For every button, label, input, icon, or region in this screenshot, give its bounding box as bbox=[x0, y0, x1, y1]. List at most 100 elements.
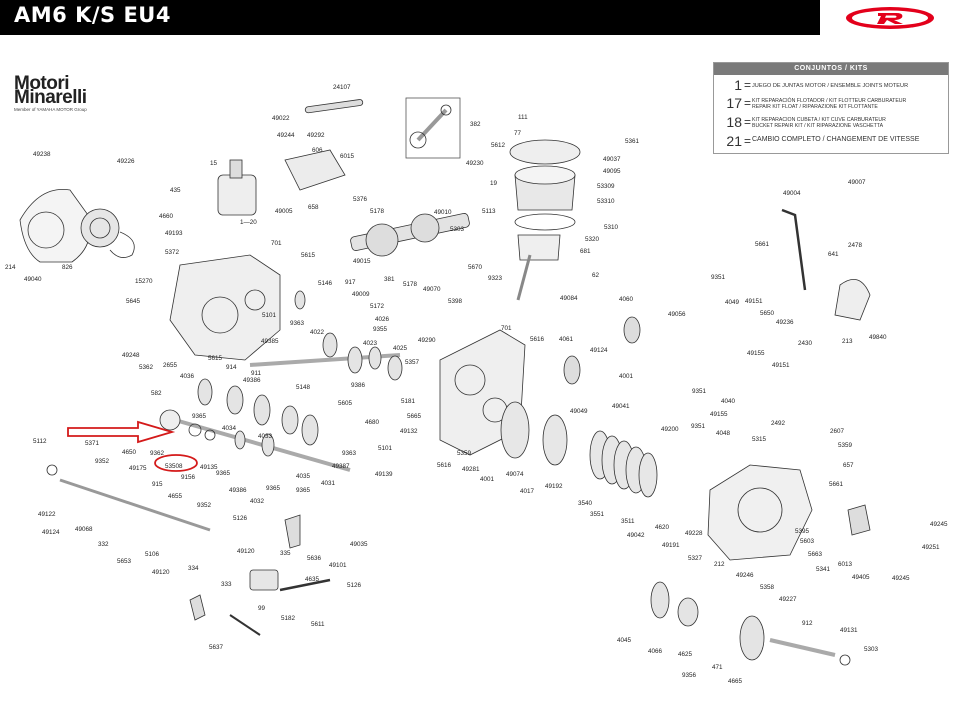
page-title: AM6 K/S EU4 bbox=[14, 3, 171, 27]
part-number-label: 49175 bbox=[129, 465, 147, 472]
part-number-label: 9355 bbox=[373, 326, 388, 333]
clutch-pack bbox=[500, 401, 658, 498]
kit-equals: = bbox=[744, 78, 752, 92]
part-number-label: 2492 bbox=[771, 420, 786, 427]
part-number-label: 5650 bbox=[760, 310, 775, 317]
part-number-label: 62 bbox=[592, 272, 600, 279]
part-number-label: 49385 bbox=[261, 338, 279, 345]
highlight-circle bbox=[154, 454, 198, 472]
part-number-label: 9365 bbox=[192, 413, 207, 420]
part-number-label: 4001 bbox=[619, 373, 634, 380]
part-number-label: 914 bbox=[226, 364, 237, 371]
gear-set-upper bbox=[294, 290, 403, 381]
part-number-label: 49405 bbox=[852, 574, 870, 581]
title-tab: AM6 K/S EU4 bbox=[0, 0, 200, 35]
part-number-label: 9351 bbox=[711, 274, 726, 281]
part-number-label: 4034 bbox=[222, 425, 237, 432]
part-number-label: 5315 bbox=[752, 436, 767, 443]
part-number-label: 49228 bbox=[685, 530, 703, 537]
kit-equals: = bbox=[744, 96, 752, 110]
part-number-label: 49290 bbox=[418, 337, 436, 344]
part-number-label: 49068 bbox=[75, 526, 93, 533]
part-number-label: 49151 bbox=[772, 362, 790, 369]
part-number-label: 53508 bbox=[165, 463, 183, 470]
carburetor bbox=[217, 174, 257, 216]
part-number-label: 49226 bbox=[117, 158, 135, 165]
part-number-label: 24107 bbox=[333, 84, 351, 91]
part-number-label: 49193 bbox=[165, 230, 183, 237]
part-number-label: 9363 bbox=[290, 320, 305, 327]
kit-equals: = bbox=[744, 134, 752, 148]
part-number-label: 4001 bbox=[480, 476, 495, 483]
part-number-label: 582 bbox=[151, 390, 162, 397]
part-number-label: 681 bbox=[580, 248, 591, 255]
part-number-label: 9351 bbox=[692, 388, 707, 395]
kit-text: JUEGO DE JUNTAS MOTOR / ENSEMBLE JOINTS … bbox=[752, 83, 909, 89]
part-number-label: 111 bbox=[518, 114, 528, 121]
kit-number: 18 bbox=[726, 114, 742, 130]
clutch-gear bbox=[563, 355, 581, 385]
part-number-label: 99 bbox=[258, 605, 266, 612]
kit-number: 21 bbox=[726, 133, 742, 149]
part-number-label: 658 bbox=[308, 204, 319, 211]
part-number-label: 5101 bbox=[378, 445, 393, 452]
part-number-label: 5636 bbox=[307, 555, 322, 562]
part-number-label: 49122 bbox=[38, 511, 56, 518]
part-number-label: 49386 bbox=[243, 377, 261, 384]
part-number-label: 5362 bbox=[139, 364, 154, 371]
part-number-label: 49041 bbox=[612, 403, 630, 410]
part-number-label: 435 bbox=[170, 187, 181, 194]
part-number-label: 912 bbox=[802, 620, 813, 627]
part-number-label: 5605 bbox=[338, 400, 353, 407]
part-number-label: 49015 bbox=[353, 258, 371, 265]
kits-legend-title: CONJUNTOS / KITS bbox=[714, 63, 948, 75]
part-number-label: 53309 bbox=[597, 183, 615, 190]
part-number-label: 49040 bbox=[24, 276, 42, 283]
part-number-label: 4031 bbox=[321, 480, 336, 487]
part-number-label: 49155 bbox=[710, 411, 728, 418]
part-number-label: 4660 bbox=[159, 213, 174, 220]
part-number-label: 4035 bbox=[296, 473, 311, 480]
part-number-label: 5178 bbox=[370, 208, 385, 215]
kit-equals: = bbox=[744, 115, 752, 129]
brand-tagline: Member of YAMAHA MOTOR Group bbox=[14, 107, 87, 112]
part-number-label: 49049 bbox=[570, 408, 588, 415]
part-number-label: 657 bbox=[843, 462, 854, 469]
part-number-label: 49191 bbox=[662, 542, 680, 549]
part-number-label: 49135 bbox=[200, 464, 218, 471]
piston bbox=[517, 234, 561, 261]
part-number-label: 5146 bbox=[318, 280, 333, 287]
part-number-label: 5181 bbox=[401, 398, 416, 405]
part-number-label: 5359 bbox=[457, 450, 472, 457]
kickstart-gear bbox=[847, 504, 871, 536]
part-number-label: 49010 bbox=[434, 209, 452, 216]
gear-set-lower bbox=[197, 378, 319, 457]
kits-legend: CONJUNTOS / KITS 1 = JUEGO DE JUNTAS MOT… bbox=[713, 62, 949, 154]
part-number-label: 333 bbox=[221, 581, 232, 588]
part-number-label: 49246 bbox=[736, 572, 754, 579]
part-number-label: 4026 bbox=[375, 316, 390, 323]
part-number-label: 4033 bbox=[258, 433, 273, 440]
part-number-label: 3551 bbox=[590, 511, 605, 518]
shift-drum bbox=[249, 569, 279, 591]
part-number-label: 5178 bbox=[403, 281, 418, 288]
part-number-label: 49004 bbox=[783, 190, 801, 197]
part-number-label: 49022 bbox=[272, 115, 290, 122]
part-number-label: 4022 bbox=[310, 329, 325, 336]
part-number-label: 49035 bbox=[350, 541, 368, 548]
part-number-label: 49192 bbox=[545, 483, 563, 490]
header-bar: AM6 K/S EU4 bbox=[0, 0, 960, 35]
part-number-label: 49840 bbox=[869, 334, 887, 341]
part-number-label: 5615 bbox=[208, 355, 223, 362]
part-number-label: 4049 bbox=[725, 299, 740, 306]
cylinder-head bbox=[509, 139, 581, 165]
part-number-label: 335 bbox=[280, 550, 291, 557]
part-number-label: 49387 bbox=[332, 463, 350, 470]
part-number-label: 49236 bbox=[776, 319, 794, 326]
part-number-label: 49151 bbox=[745, 298, 763, 305]
part-number-label: 77 bbox=[514, 130, 522, 137]
part-number-label: 915 bbox=[152, 481, 163, 488]
part-number-label: 5645 bbox=[126, 298, 141, 305]
part-number-label: 5603 bbox=[800, 538, 815, 545]
part-number-label: 5395 bbox=[795, 528, 810, 535]
